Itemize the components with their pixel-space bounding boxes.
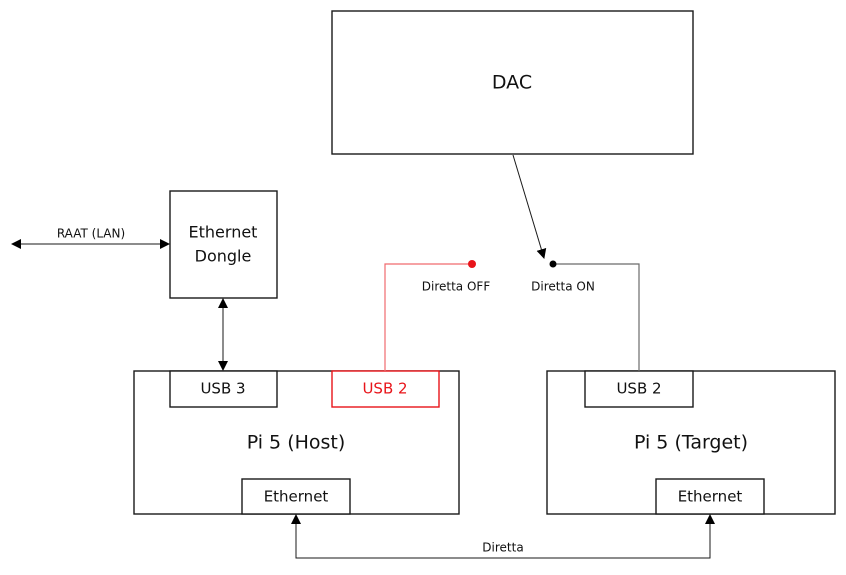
pi-host-ethernet-port bbox=[241, 478, 351, 515]
pi-target-usb2-port bbox=[584, 370, 694, 408]
ethernet-dongle-node: Ethernet Dongle bbox=[169, 190, 278, 299]
diretta-link-arrow bbox=[291, 514, 715, 559]
raat-lan-connection: RAAT (LAN) bbox=[11, 227, 170, 249]
pi-host-label: Pi 5 (Host) bbox=[247, 432, 346, 454]
ethernet-dongle-label-line2: Dongle bbox=[195, 247, 252, 266]
pi-host-usb3-label: USB 3 bbox=[200, 380, 245, 398]
pi-host-node: USB 3 USB 2 Pi 5 (Host) Ethernet bbox=[133, 370, 460, 515]
ethernet-dongle-box bbox=[169, 190, 278, 299]
diretta-off-label: Diretta OFF bbox=[422, 280, 491, 294]
pi-target-node: USB 2 Pi 5 (Target) Ethernet bbox=[546, 370, 836, 515]
diretta-off-path: Diretta OFF bbox=[384, 260, 491, 371]
dac-node: DAC bbox=[331, 10, 694, 155]
pi-host-usb3-port bbox=[169, 370, 278, 408]
pi-target-label: Pi 5 (Target) bbox=[634, 432, 748, 454]
pi-host-usb2-port bbox=[331, 370, 440, 408]
diretta-on-wire bbox=[553, 263, 640, 371]
diretta-on-path: Diretta ON bbox=[531, 260, 640, 371]
diretta-on-label: Diretta ON bbox=[531, 280, 595, 294]
ethernet-dongle-label-line1: Ethernet bbox=[189, 223, 258, 242]
pi-target-ethernet-label: Ethernet bbox=[678, 488, 743, 506]
diretta-off-wire bbox=[384, 263, 472, 371]
diretta-off-terminal-dot bbox=[468, 260, 476, 268]
pi-target-usb2-label: USB 2 bbox=[616, 380, 661, 398]
diretta-link-connection: Diretta bbox=[291, 514, 715, 559]
dac-box bbox=[331, 10, 694, 155]
pi-host-ethernet-label: Ethernet bbox=[264, 488, 329, 506]
dac-label: DAC bbox=[492, 72, 532, 94]
diretta-link-label: Diretta bbox=[482, 541, 523, 555]
dac-switch-arrow bbox=[512, 154, 547, 259]
raat-lan-label: RAAT (LAN) bbox=[57, 227, 125, 241]
diretta-on-terminal-dot bbox=[549, 260, 557, 268]
pi-host-usb2-label: USB 2 bbox=[362, 380, 407, 398]
